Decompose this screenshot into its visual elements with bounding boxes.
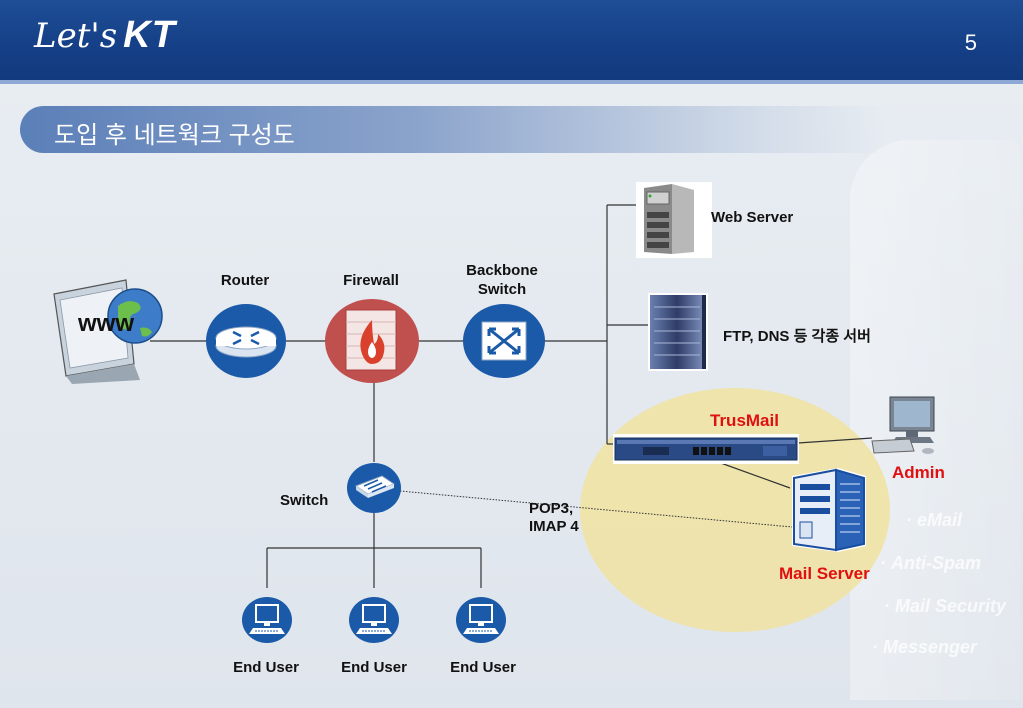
switch-icon <box>347 463 401 513</box>
logo-kt: KT <box>123 14 176 56</box>
mail-server-label: Mail Server <box>779 564 870 583</box>
end-user-icon <box>349 597 399 643</box>
admin-link <box>797 437 873 444</box>
trusmail-appliance-icon <box>613 434 799 464</box>
ftp-dns-label: FTP, DNS 등 각종 서버 <box>723 328 871 345</box>
admin-label: Admin <box>892 463 945 482</box>
pop3-imap-label: POP3, IMAP 4 <box>529 500 579 535</box>
page-number: 5 <box>964 30 977 55</box>
internet-www-icon: www <box>53 279 163 384</box>
feature-item: · eMail <box>906 510 963 530</box>
page-title: 도입 후 네트웍크 구성도 <box>54 122 295 149</box>
end-user-label: End User <box>450 659 516 676</box>
ftp-dns-server-icon <box>648 293 708 371</box>
end-user-label: End User <box>233 659 299 676</box>
web-server-label: Web Server <box>711 209 794 226</box>
end-user-label: End User <box>341 659 407 676</box>
backbone-switch-label: Backbone Switch <box>466 262 538 298</box>
end-user-icon <box>242 597 292 643</box>
feature-item: · Anti-Spam <box>880 553 981 573</box>
router-label: Router <box>220 272 270 289</box>
mail-server-icon <box>792 468 866 552</box>
logo-lets: Let's <box>34 16 118 56</box>
web-server-icon <box>636 182 712 258</box>
title-bar: 도입 후 네트웍크 구성도 <box>20 106 890 153</box>
firewall-icon <box>325 299 419 383</box>
feature-item: · Mail Security <box>884 596 1007 616</box>
router-icon <box>206 304 286 378</box>
trusmail-label: TrusMail <box>710 411 779 430</box>
background-decoration <box>850 140 1020 700</box>
switch-label: Switch <box>280 492 329 509</box>
trusmail-mailserver-link <box>717 461 791 489</box>
feature-item: · Messenger <box>872 637 978 657</box>
end-user-icon <box>456 597 506 643</box>
pop3-dotted-line <box>399 490 793 528</box>
firewall-label: Firewall <box>343 272 399 289</box>
backbone-switch-icon <box>463 304 545 378</box>
admin-computer-icon <box>871 396 935 454</box>
www-label: www <box>77 310 134 337</box>
